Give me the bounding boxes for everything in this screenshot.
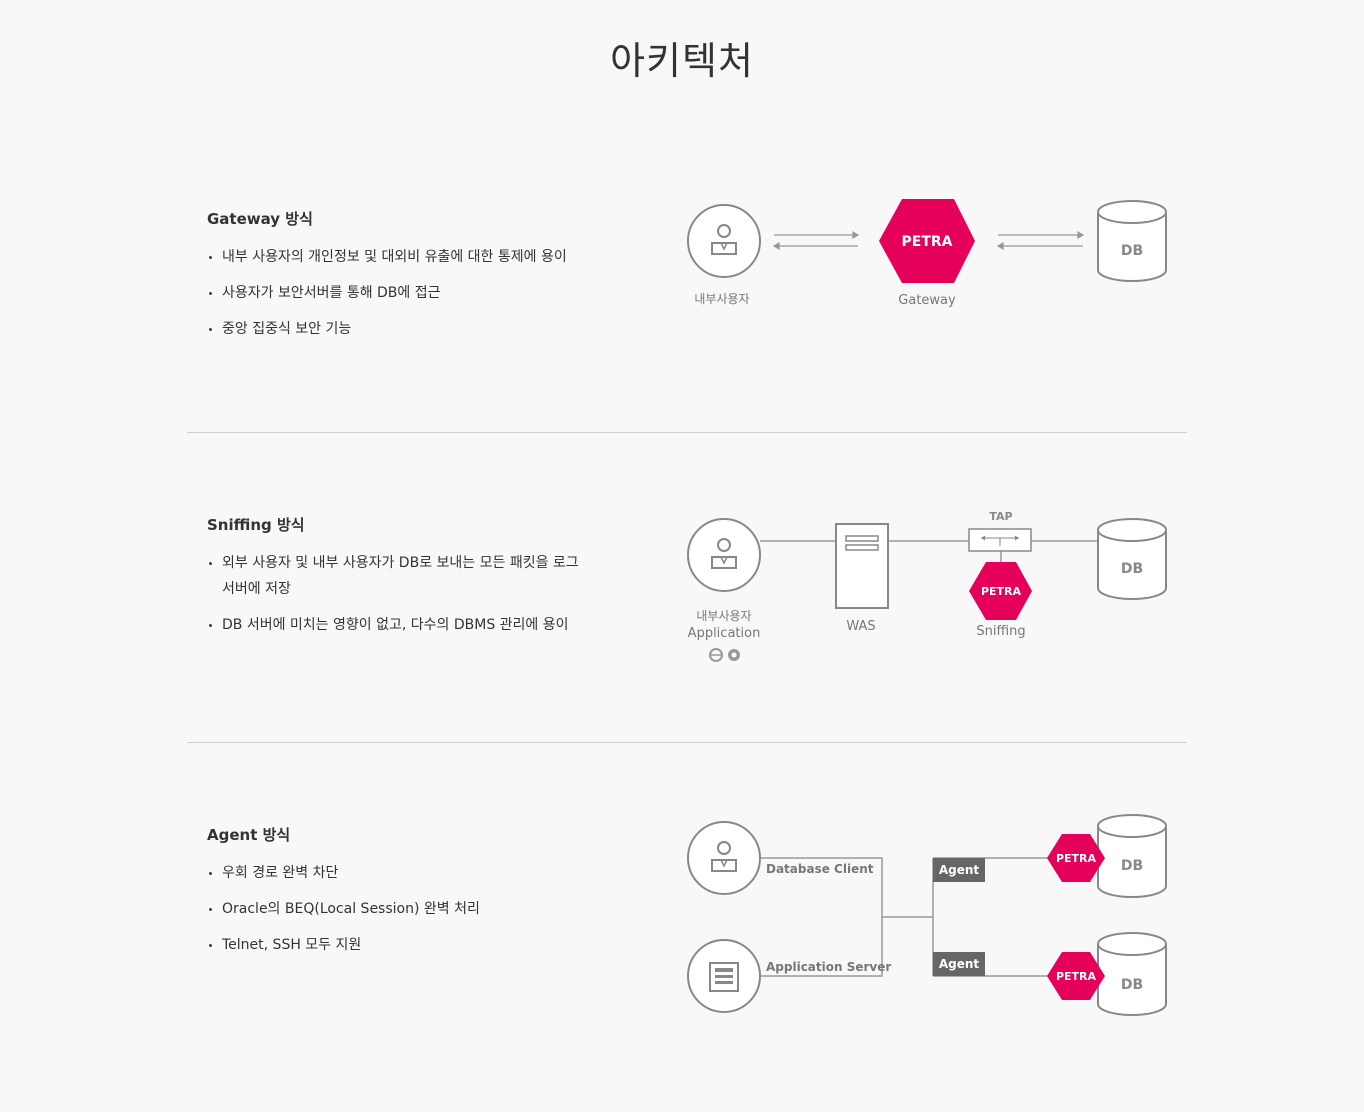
- bidirectional-arrow: [772, 230, 860, 251]
- application-label: Application: [688, 626, 761, 641]
- section-title: Agent 방식: [207, 826, 291, 844]
- bullet-item: 사용자가 보안서버를 통해 DB에 접근: [207, 280, 607, 306]
- user-label: 내부사용자: [696, 609, 751, 623]
- agent-box: [933, 858, 985, 882]
- section-divider: [187, 432, 1187, 433]
- agent-box: [933, 952, 985, 976]
- user-icon: [687, 204, 761, 278]
- was-label: WAS: [846, 619, 875, 634]
- section-title: Sniffing 방식: [207, 516, 305, 534]
- user-icon: [687, 821, 761, 895]
- bullet-list: 외부 사용자 및 내부 사용자가 DB로 보내는 모든 패킷을 로그서버에 저장…: [207, 550, 587, 648]
- petra-hexagon: [969, 562, 1032, 620]
- bullet-item: DB 서버에 미치는 영향이 없고, 다수의 DBMS 관리에 용이: [207, 612, 587, 638]
- user-icon: [687, 518, 761, 592]
- petra-label: PETRA: [1056, 852, 1097, 865]
- was-server-icon: [835, 523, 889, 609]
- gateway-diagram: 내부사용자 PETRA Gateway DB: [687, 199, 1167, 308]
- petra-caption: Sniffing: [976, 624, 1025, 639]
- bullet-item: 우회 경로 완벽 차단: [207, 860, 607, 886]
- bullet-item: 중앙 집중식 보안 기능: [207, 316, 607, 342]
- bullet-list: 우회 경로 완벽 차단 Oracle의 BEQ(Local Session) 완…: [207, 860, 607, 968]
- user-label: 내부사용자: [694, 292, 749, 306]
- bullet-item: Telnet, SSH 모두 지원: [207, 932, 607, 958]
- agent-label: Agent: [939, 863, 980, 877]
- petra-caption: Gateway: [898, 293, 956, 308]
- petra-label: PETRA: [902, 234, 953, 250]
- db-label: DB: [1121, 977, 1143, 993]
- db-icon: [1097, 814, 1167, 898]
- petra-label: PETRA: [1056, 970, 1097, 983]
- appserver-label: Application Server: [766, 960, 891, 974]
- tap-label: TAP: [989, 510, 1012, 523]
- bullet-item: 외부 사용자 및 내부 사용자가 DB로 보내는 모든 패킷을 로그서버에 저장: [207, 550, 587, 602]
- browser-icons: [709, 648, 740, 662]
- db-label: DB: [1121, 561, 1143, 577]
- db-icon: [1097, 518, 1167, 600]
- section-title: Gateway 방식: [207, 210, 313, 228]
- bullet-list: 내부 사용자의 개인정보 및 대외비 유출에 대한 통제에 용이 사용자가 보안…: [207, 244, 607, 352]
- section-sniffing: Sniffing 방식 외부 사용자 및 내부 사용자가 DB로 보내는 모든 …: [187, 496, 1187, 726]
- petra-hexagon: [1047, 952, 1105, 1000]
- application-server-icon: [687, 939, 761, 1013]
- agent-diagram: Database Client Application Server Agent…: [687, 814, 1167, 1016]
- client-label: Database Client: [766, 862, 874, 876]
- section-divider: [187, 742, 1187, 743]
- petra-hexagon: [1047, 834, 1105, 882]
- agent-label: Agent: [939, 957, 980, 971]
- page-title: 아키텍처: [610, 39, 754, 83]
- section-gateway: Gateway 방식 내부 사용자의 개인정보 및 대외비 유출에 대한 통제에…: [187, 190, 1187, 420]
- sniffing-diagram: 내부사용자 Application WAS TAP PETRA Sniffing…: [687, 510, 1167, 662]
- bidirectional-arrow: [996, 230, 1085, 251]
- petra-label: PETRA: [981, 585, 1022, 598]
- bullet-item: Oracle의 BEQ(Local Session) 완벽 처리: [207, 896, 607, 922]
- section-agent: Agent 방식 우회 경로 완벽 차단 Oracle의 BEQ(Local S…: [187, 806, 1187, 1036]
- tap-device: [968, 528, 1032, 562]
- bullet-item: 내부 사용자의 개인정보 및 대외비 유출에 대한 통제에 용이: [207, 244, 607, 270]
- db-icon: [1097, 932, 1167, 1016]
- db-label: DB: [1121, 858, 1143, 874]
- petra-hexagon: [879, 199, 975, 283]
- db-icon: [1097, 200, 1167, 282]
- db-label: DB: [1121, 243, 1143, 259]
